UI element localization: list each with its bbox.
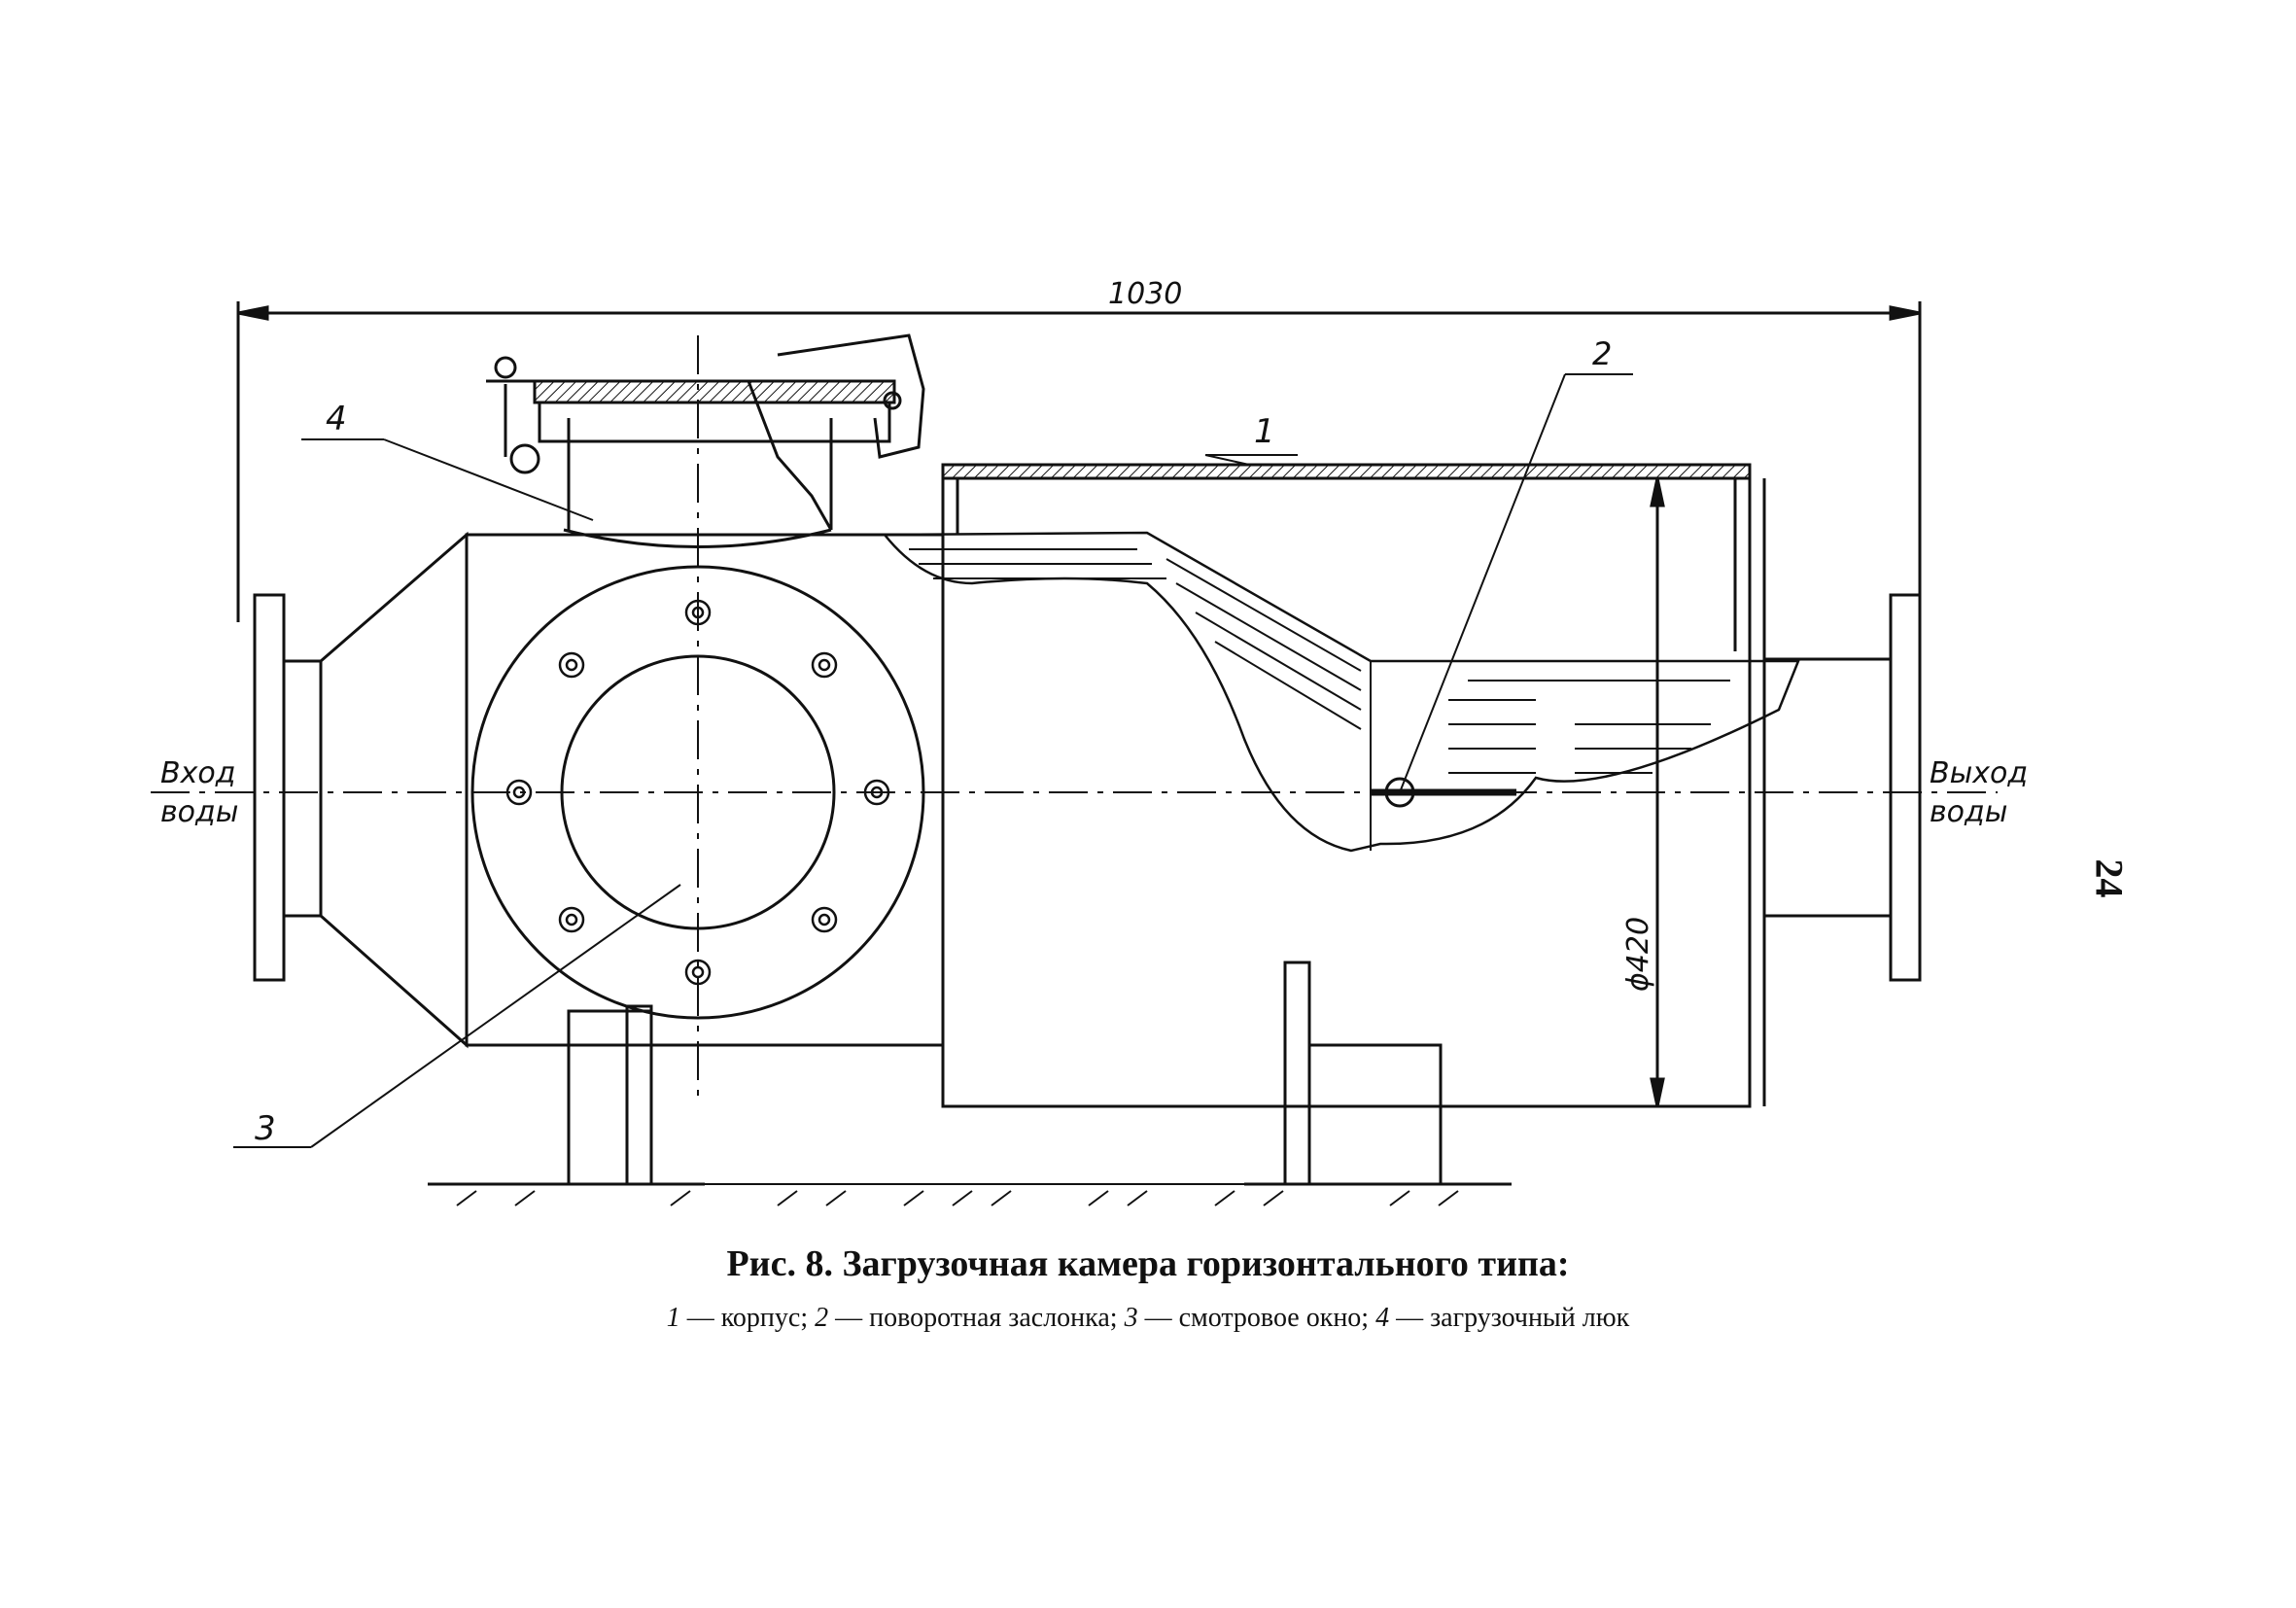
legend-num-3: 3	[1124, 1303, 1138, 1333]
inlet-label-line-1: Вход	[160, 756, 235, 790]
callout-leaders	[233, 373, 1633, 1148]
right-body	[941, 463, 1766, 1108]
legend-num-4: 4	[1375, 1303, 1390, 1333]
outlet-flange	[1764, 593, 1922, 982]
dimension-length-label: 1030	[1108, 277, 1182, 311]
figure-caption-legend: 1 — корпус; 2 — поворотная заслонка; 3 —…	[0, 1303, 2296, 1334]
ground-line	[428, 1183, 1512, 1206]
figure-caption-title: Рис. 8. Загрузочная камера горизонтально…	[726, 1243, 1570, 1284]
loading-hatch	[486, 333, 925, 548]
outlet-label-line-2: воды	[1930, 795, 2007, 829]
inlet-label-line-2: воды	[160, 795, 238, 829]
callout-1: 1	[1254, 412, 1275, 451]
legend-text-3: — смотровое окно;	[1137, 1303, 1376, 1333]
inlet-flange	[253, 531, 469, 1049]
page-number: 24	[2087, 858, 2132, 898]
callout-4: 4	[326, 400, 347, 438]
outlet-label-line-1: Выход	[1930, 756, 2028, 790]
legend-text-2: — поворотная заслонка;	[828, 1303, 1125, 1333]
callout-3: 3	[255, 1109, 276, 1148]
diameter-label: ϕ420	[1621, 917, 1655, 992]
cutaway-section	[882, 531, 1800, 853]
legend-num-2: 2	[815, 1303, 829, 1333]
diameter-dimension: ϕ420	[1621, 477, 1665, 1107]
overall-dimension: 1030	[236, 277, 1922, 622]
legend-text-4: — загрузочный люк	[1389, 1303, 1630, 1333]
callout-2: 2	[1592, 335, 1612, 372]
supports	[428, 961, 1512, 1186]
viewing-window	[470, 565, 925, 1020]
legend-text-1: — корпус;	[679, 1303, 816, 1333]
legend-num-1: 1	[666, 1303, 680, 1333]
